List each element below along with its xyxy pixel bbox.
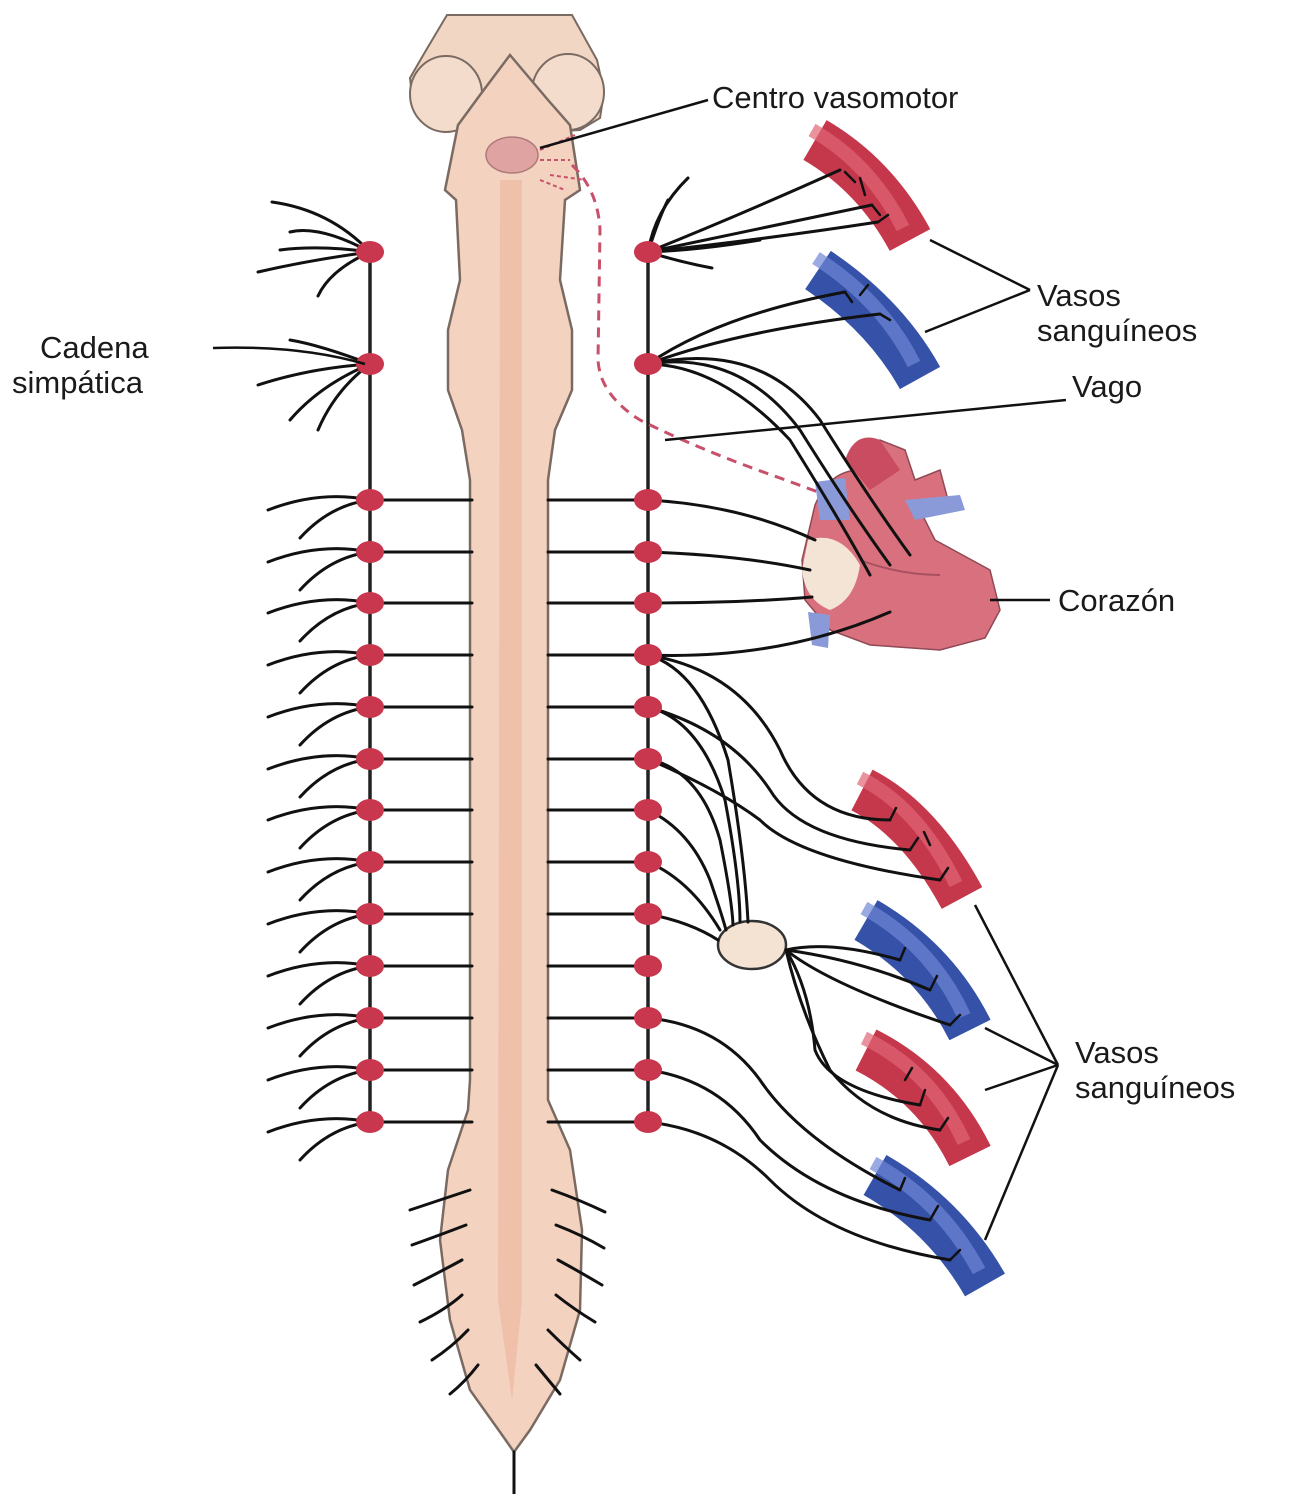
- right-chain-ganglion: [634, 541, 662, 563]
- left-chain-ganglion: [356, 241, 384, 263]
- right-chain-ganglion: [634, 799, 662, 821]
- upper-vein: [816, 258, 920, 378]
- label-blood-vessels-upper-1: Vasos: [1037, 278, 1121, 313]
- right-chain-ganglion: [634, 748, 662, 770]
- left-chain-ganglion: [356, 353, 384, 375]
- right-chain-ganglion: [634, 955, 662, 977]
- right-chain-ganglion: [634, 241, 662, 263]
- right-chain-ganglion: [634, 644, 662, 666]
- spinal-cord-core: [498, 180, 522, 1400]
- left-chain-ganglion: [356, 1111, 384, 1133]
- label-vagus: Vago: [1072, 369, 1142, 404]
- left-chain-ganglion: [356, 955, 384, 977]
- left-chain-ganglion: [356, 1007, 384, 1029]
- right-chain-ganglion: [634, 851, 662, 873]
- right-chain-ganglion: [634, 489, 662, 511]
- right-chain-ganglion: [634, 353, 662, 375]
- left-chain-ganglion: [356, 644, 384, 666]
- label-sympathetic-chain-1: Cadena: [40, 330, 149, 365]
- left-chain-ganglion: [356, 799, 384, 821]
- left-chain-ganglion: [356, 851, 384, 873]
- right-chain-ganglion: [634, 1007, 662, 1029]
- right-chain-ganglion: [634, 696, 662, 718]
- lower-vein-1: [864, 908, 970, 1030]
- label-vasomotor-center: Centro vasomotor: [712, 80, 958, 115]
- right-chain-ganglion: [634, 903, 662, 925]
- right-chain-ganglion: [634, 1059, 662, 1081]
- left-chain-ganglion: [356, 489, 384, 511]
- vasomotor-center: [486, 137, 538, 173]
- label-sympathetic-chain-2: simpática: [12, 365, 144, 400]
- left-chain-ganglion: [356, 696, 384, 718]
- collateral-ganglion: [718, 921, 786, 969]
- left-chain-ganglion: [356, 748, 384, 770]
- label-blood-vessels-upper-2: sanguíneos: [1037, 313, 1197, 348]
- label-blood-vessels-lower-1: Vasos: [1075, 1035, 1159, 1070]
- lower-artery-1: [860, 778, 962, 898]
- right-chain-ganglion: [634, 592, 662, 614]
- left-chain-ganglion: [356, 592, 384, 614]
- right-chain-ganglion: [634, 1111, 662, 1133]
- lower-vein-2: [873, 1163, 985, 1285]
- label-heart: Corazón: [1058, 583, 1175, 618]
- left-chain-ganglion: [356, 903, 384, 925]
- collateral-inputs: [648, 655, 748, 940]
- left-chain-ganglion: [356, 541, 384, 563]
- left-chain-ganglion: [356, 1059, 384, 1081]
- label-blood-vessels-lower-2: sanguíneos: [1075, 1070, 1235, 1105]
